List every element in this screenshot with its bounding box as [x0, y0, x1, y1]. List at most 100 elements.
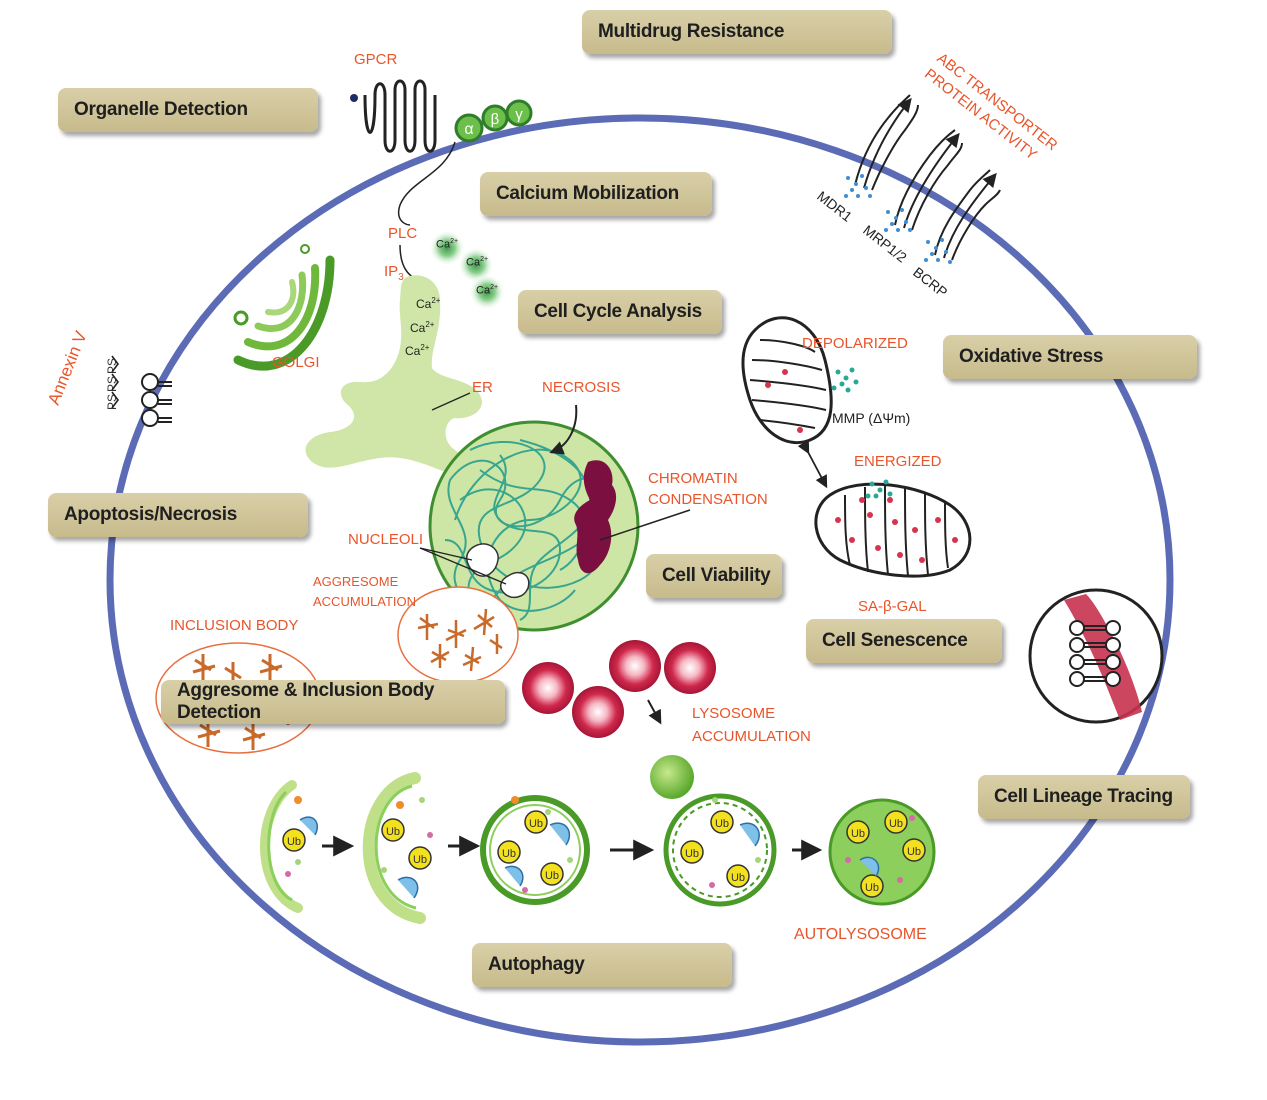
- ca-text: Ca: [410, 321, 426, 335]
- g-alpha-label: α: [464, 121, 473, 138]
- ub-label: Ub: [413, 854, 427, 866]
- nucleolus-icon: [466, 543, 499, 577]
- g-protein-icon: [454, 99, 533, 143]
- aggresome-accumulation-label-2: ACCUMULATION: [313, 594, 417, 609]
- cell-lineage-tracing-box: Cell Lineage Tracing: [978, 775, 1190, 819]
- ca-text: Ca: [436, 238, 451, 251]
- inclusion-body-icon: [192, 654, 295, 750]
- energized-label: ENERGIZED: [854, 453, 942, 470]
- ip3-subscript: 3: [398, 272, 404, 283]
- ub-label: Ub: [287, 836, 301, 848]
- ip3-text: IP: [384, 263, 399, 280]
- ub-label: Ub: [502, 848, 516, 860]
- depolarized-mitochondrion-icon: [741, 316, 833, 445]
- ca-text: Ca: [405, 344, 421, 358]
- aggresome-inclusion-box: Aggresome & Inclusion Body Detection: [161, 680, 505, 724]
- calcium-ion-icon: [469, 274, 505, 310]
- chromatin-pointer: [599, 509, 691, 541]
- phospholipid-icon: [141, 373, 172, 427]
- inclusion-body-label: INCLUSION BODY: [170, 617, 299, 634]
- aggresome-icon: [417, 608, 503, 672]
- necrosis-arrow: [549, 404, 578, 455]
- ub-label: Ub: [889, 818, 903, 830]
- ub-label: Ub: [545, 870, 559, 882]
- phagophore-icon: [260, 780, 319, 913]
- energized-mitochondrion-icon: [814, 482, 972, 578]
- golgi-icon: [233, 255, 335, 371]
- mmp-label: MMP (ΔΨm): [832, 410, 911, 426]
- plc-label: PLC: [388, 225, 418, 242]
- ub-label: Ub: [715, 818, 729, 830]
- oxidative-stress-box: Oxidative Stress: [943, 335, 1197, 379]
- nucleolus-icon: [500, 571, 530, 599]
- golgi-label: GOLGI: [272, 354, 320, 371]
- er-label: ER: [472, 379, 493, 396]
- mmp-dye-dots-icon: [831, 367, 893, 499]
- g-gamma-label: γ: [515, 106, 523, 123]
- er-icon: [305, 275, 482, 472]
- gpcr-label: GPCR: [354, 51, 398, 68]
- elongating-phagophore-icon: [362, 772, 433, 924]
- calcium-mobilization-box: Calcium Mobilization: [480, 172, 712, 216]
- ip3-label: IP3: [384, 262, 404, 288]
- annexin-marks-icon: [111, 355, 119, 409]
- nucleoli-pointer: [419, 547, 473, 561]
- calcium-ion-icon: [429, 230, 465, 266]
- mdr1-label: MDR1: [814, 188, 855, 225]
- ca-charge: 2+: [425, 320, 435, 329]
- ub-label: Ub: [731, 872, 745, 884]
- organelle-detection-box: Organelle Detection: [58, 88, 318, 132]
- cell-senescence-box: Cell Senescence: [806, 619, 1002, 663]
- autophagy-box: Autophagy: [472, 943, 732, 987]
- ca-charge: 2+: [450, 238, 459, 245]
- ub-label: Ub: [685, 848, 699, 860]
- ca-text: Ca: [466, 256, 481, 269]
- ub-label: Ub: [865, 882, 879, 894]
- substrate-dots-icon: [844, 174, 952, 264]
- apoptosis-necrosis-box: Apoptosis/Necrosis: [48, 493, 308, 537]
- bcrp-label: BCRP: [910, 264, 951, 301]
- autolysosome-icon: [828, 798, 936, 906]
- ligand-icon: [350, 94, 358, 102]
- ca-charge: 2+: [420, 343, 430, 352]
- condensed-chromatin-icon: [574, 460, 617, 574]
- lysosome-cluster-icon: [522, 640, 716, 738]
- g-beta-label: β: [491, 111, 500, 128]
- chromatin-icon: [444, 439, 607, 621]
- annexin-label: Annexin V: [44, 328, 91, 408]
- ca-charge: 2+: [431, 296, 441, 305]
- sa-gal-label: SA-β-GAL: [858, 598, 927, 615]
- ub-label: Ub: [851, 828, 865, 840]
- calcium-label: Ca2+: [410, 320, 434, 335]
- gpcr-receptor-icon: [363, 79, 437, 153]
- lysosome-arrow: [647, 699, 662, 725]
- efflux-arrow-icon: [863, 97, 997, 259]
- calcium-label: Ca2+: [436, 238, 458, 251]
- ca-charge: 2+: [480, 256, 489, 263]
- lysosome-label-line1: LYSOSOME: [692, 705, 776, 722]
- golgi-vesicle-icon: [233, 310, 249, 326]
- ub-label: Ub: [907, 846, 921, 858]
- calcium-label: Ca2+: [416, 296, 440, 311]
- lysosome-label-line2: ACCUMULATION: [692, 728, 811, 745]
- er-pointer: [431, 392, 471, 411]
- nucleoli-label: NUCLEOLI: [348, 531, 424, 548]
- chromatin-label-line1: CHROMATIN: [648, 470, 738, 487]
- calcium-label: Ca2+: [466, 256, 488, 269]
- autolysosome-label: AUTOLYSOSOME: [794, 926, 927, 943]
- chromatin-label-line2: CONDENSATION: [648, 491, 768, 508]
- calcium-label: Ca2+: [476, 284, 498, 297]
- autophagosome-icon: [480, 795, 590, 905]
- lineage-phospholipid-icon: [1069, 620, 1121, 687]
- cell-cycle-analysis-box: Cell Cycle Analysis: [518, 290, 722, 334]
- necrosis-label: NECROSIS: [542, 379, 621, 396]
- depolarized-label: DEPOLARIZED: [802, 335, 908, 352]
- mito-transition-arrow: [797, 440, 828, 489]
- ub-label: Ub: [529, 818, 543, 830]
- calcium-ion-icon: [458, 247, 494, 283]
- calcium-label: Ca2+: [405, 343, 429, 358]
- cell-membrane: [106, 114, 1174, 1046]
- signal-path: [398, 141, 456, 226]
- golgi-vesicle-icon: [300, 244, 310, 254]
